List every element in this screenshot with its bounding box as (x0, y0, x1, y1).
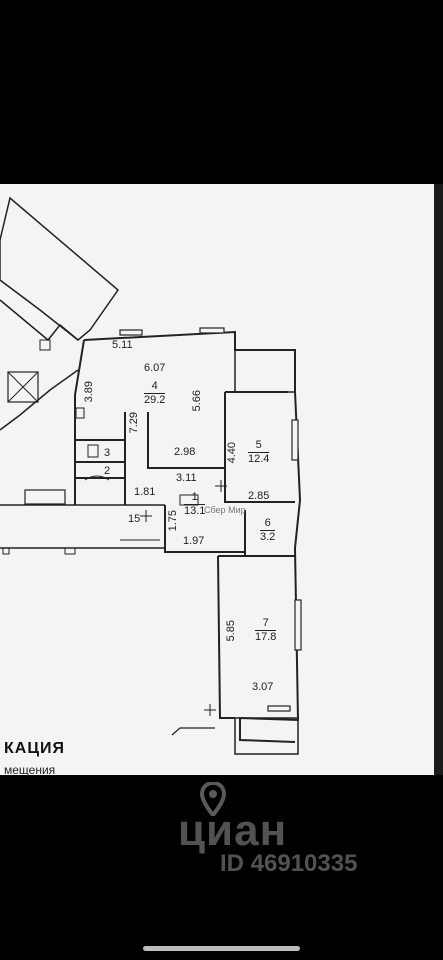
home-indicator[interactable] (143, 946, 300, 951)
dim-3-11: 3.11 (176, 472, 197, 484)
photo-edge (434, 184, 443, 775)
dim-6-07: 6.07 (144, 362, 166, 374)
room-2-number: 2 (104, 465, 111, 477)
legend-subtitle: мещения (4, 763, 56, 777)
dim-5-66: 5.66 (191, 390, 203, 412)
room-6-area: 3.2 (260, 531, 276, 543)
room-4-area: 29.2 (144, 394, 166, 406)
room-7-area: 17.8 (255, 631, 277, 643)
room-1-label: 1 13.1 (184, 492, 206, 517)
dim-2-98: 2.98 (174, 446, 196, 458)
dim-1-97: 1.97 (183, 535, 205, 547)
room-15-number: 15 (128, 513, 141, 525)
room-1-area: 13.1 (184, 505, 206, 517)
listing-id-watermark: ID 46910335 (220, 850, 358, 877)
floor-plan-photo (0, 184, 443, 775)
cian-brand-watermark: циан (178, 806, 288, 855)
dim-5-85: 5.85 (225, 620, 237, 642)
room-3-number: 3 (104, 447, 111, 459)
room-4-label: 4 29.2 (144, 381, 166, 406)
room-5-area: 12.4 (248, 453, 270, 465)
dim-3-07: 3.07 (252, 681, 274, 693)
dim-1-81: 1.81 (134, 486, 156, 498)
dim-5-11: 5.11 (112, 339, 133, 351)
dim-7-29: 7.29 (128, 412, 140, 434)
room-7-number: 7 (255, 618, 277, 631)
location-pin-icon (200, 782, 226, 816)
dim-3-89: 3.89 (83, 381, 95, 403)
mini-watermark: Сбер Мир (204, 505, 246, 515)
dim-1-75: 1.75 (167, 510, 179, 532)
room-5-number: 5 (248, 440, 270, 453)
room-5-label: 5 12.4 (248, 440, 270, 465)
room-7-label: 7 17.8 (255, 618, 277, 643)
room-6-label: 6 3.2 (260, 518, 276, 543)
room-4-number: 4 (144, 381, 166, 394)
dim-2-85: 2.85 (248, 490, 270, 502)
room-1-number: 1 (184, 492, 206, 505)
legend-title: КАЦИЯ (4, 740, 66, 757)
room-6-number: 6 (260, 518, 276, 531)
dim-4-40: 4.40 (226, 442, 238, 464)
